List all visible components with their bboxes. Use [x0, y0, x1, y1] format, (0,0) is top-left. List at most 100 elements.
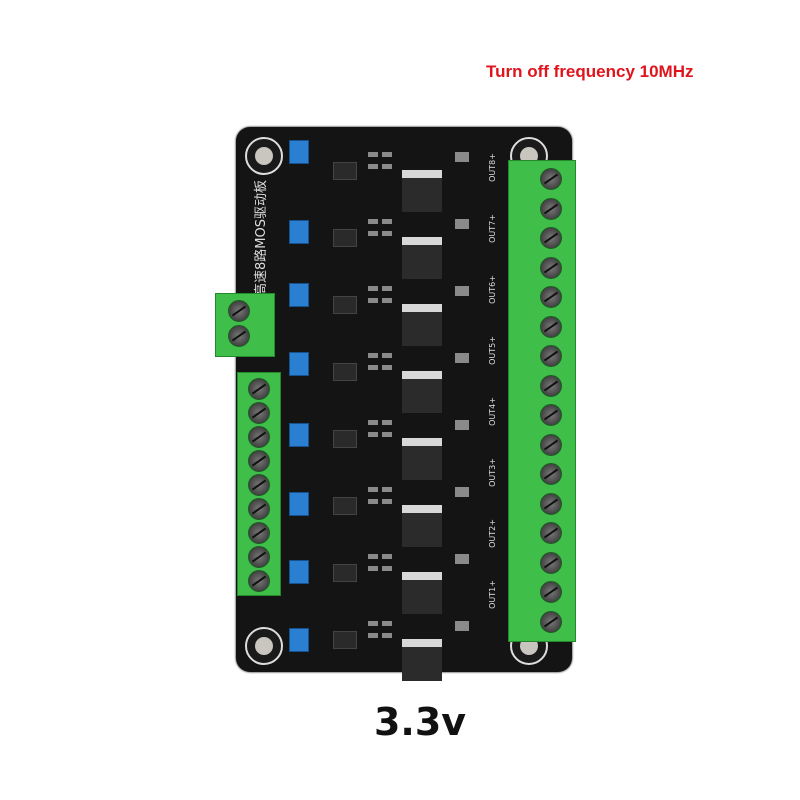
terminal-screw: [248, 570, 270, 592]
smd-resistor: [368, 420, 378, 425]
smd-resistor: [368, 164, 378, 169]
terminal-screw: [228, 325, 250, 347]
terminal-screw: [248, 498, 270, 520]
diode: [455, 152, 469, 162]
smd-resistor: [382, 633, 392, 638]
diode: [455, 487, 469, 497]
smd-resistor: [368, 353, 378, 358]
optocoupler-chip: [333, 631, 357, 649]
terminal-screw: [248, 450, 270, 472]
diode: [455, 219, 469, 229]
optocoupler-chip: [333, 229, 357, 247]
board-title-silkscreen: 高速8路MOS驱动板: [254, 180, 269, 296]
mosfet: [402, 371, 442, 413]
smd-resistor: [368, 554, 378, 559]
terminal-screw: [540, 492, 562, 515]
optocoupler-chip: [333, 564, 357, 582]
smd-resistor: [382, 499, 392, 504]
smd-resistor: [368, 633, 378, 638]
jumper-icon: [289, 140, 309, 164]
jumper-icon: [289, 628, 309, 652]
terminal-screw: [540, 551, 562, 574]
smd-resistor: [368, 432, 378, 437]
smd-resistor: [368, 152, 378, 157]
mosfet: [402, 639, 442, 681]
smd-resistor: [382, 432, 392, 437]
optocoupler-chip: [333, 497, 357, 515]
smd-resistor: [368, 365, 378, 370]
mosfet: [402, 572, 442, 614]
optocoupler-chip: [333, 162, 357, 180]
mounting-hole: [245, 627, 283, 665]
voltage-label: 3.3v: [373, 700, 467, 744]
output-label: OUT6+: [487, 275, 497, 304]
smd-resistor: [382, 420, 392, 425]
terminal-screw: [540, 404, 562, 426]
terminal-screw: [540, 256, 562, 279]
output-label: OUT4+: [487, 397, 497, 426]
smd-resistor: [382, 298, 392, 303]
smd-resistor: [368, 621, 378, 626]
terminal-screw: [248, 378, 270, 400]
terminal-screw: [248, 546, 270, 568]
smd-resistor: [382, 164, 392, 169]
output-label: OUT3+: [487, 458, 497, 487]
terminal-screw: [540, 315, 562, 338]
mosfet: [402, 438, 442, 480]
mounting-hole: [245, 137, 283, 175]
terminal-screw: [540, 197, 562, 220]
output-label: OUT2+: [487, 519, 497, 548]
terminal-screw: [248, 474, 270, 496]
optocoupler-chip: [333, 363, 357, 381]
smd-resistor: [382, 566, 392, 571]
smd-resistor: [368, 499, 378, 504]
smd-resistor: [382, 231, 392, 236]
smd-resistor: [382, 365, 392, 370]
mosfet: [402, 304, 442, 346]
optocoupler-chip: [333, 296, 357, 314]
jumper-icon: [289, 492, 309, 516]
smd-resistor: [382, 353, 392, 358]
output-label: OUT1+: [487, 580, 497, 609]
terminal-screw: [540, 463, 562, 485]
terminal-screw: [540, 345, 562, 367]
mosfet: [402, 505, 442, 547]
diode: [455, 621, 469, 631]
smd-resistor: [382, 554, 392, 559]
diode: [455, 554, 469, 564]
diode: [455, 353, 469, 363]
terminal-screw: [540, 168, 562, 190]
terminal-screw: [248, 426, 270, 448]
jumper-icon: [289, 560, 309, 584]
terminal-screw: [540, 610, 562, 633]
output-label: OUT8+: [487, 153, 497, 182]
smd-resistor: [368, 231, 378, 236]
smd-resistor: [382, 152, 392, 157]
smd-resistor: [368, 219, 378, 224]
terminal-screw: [248, 402, 270, 424]
terminal-screw: [540, 522, 562, 544]
terminal-screw: [228, 300, 250, 322]
terminal-screw: [540, 433, 562, 456]
terminal-screw: [248, 522, 270, 544]
terminal-screw: [540, 581, 562, 603]
smd-resistor: [382, 286, 392, 291]
output-label: OUT5+: [487, 336, 497, 365]
smd-resistor: [368, 286, 378, 291]
smd-resistor: [382, 487, 392, 492]
jumper-icon: [289, 423, 309, 447]
jumper-icon: [289, 352, 309, 376]
terminal-screw: [540, 286, 562, 308]
caption-frequency: Turn off frequency 10MHz: [486, 62, 694, 81]
smd-resistor: [368, 566, 378, 571]
output-label: OUT7+: [487, 214, 497, 243]
mosfet: [402, 237, 442, 279]
jumper-icon: [289, 283, 309, 307]
smd-resistor: [382, 621, 392, 626]
diode: [455, 286, 469, 296]
terminal-screw: [540, 374, 562, 397]
diode: [455, 420, 469, 430]
jumper-icon: [289, 220, 309, 244]
terminal-screw: [540, 227, 562, 249]
smd-resistor: [368, 487, 378, 492]
